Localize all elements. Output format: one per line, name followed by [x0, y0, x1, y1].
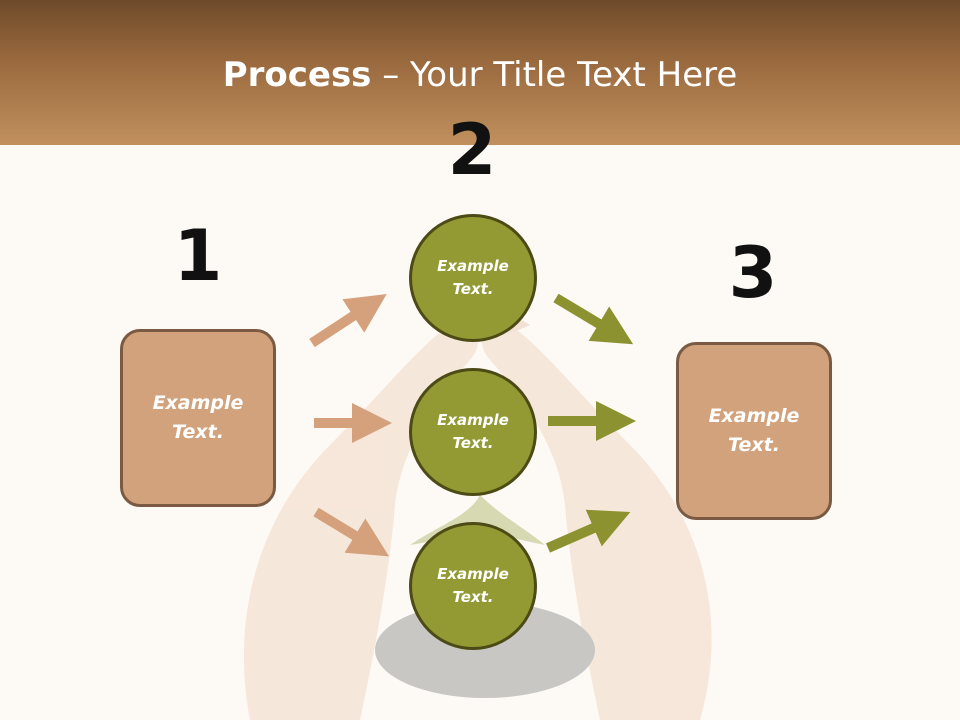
header-band [0, 0, 960, 145]
circle-top-text: Example Text. [437, 257, 509, 298]
circle-middle: Example Text. [409, 368, 537, 496]
left-step-box: Example Text. [120, 329, 276, 507]
title-rest: – Your Title Text Here [371, 55, 738, 95]
left-box-text: Example Text. [152, 392, 244, 443]
slide-title: Process – Your Title Text Here [0, 54, 960, 96]
step-number-3: 3 [728, 232, 778, 314]
circle-middle-text: Example Text. [437, 411, 509, 452]
title-bold: Process [222, 55, 372, 95]
step-number-2: 2 [447, 109, 497, 191]
right-box-text: Example Text. [708, 405, 800, 456]
right-step-box: Example Text. [676, 342, 832, 520]
circle-top: Example Text. [409, 214, 537, 342]
circle-bottom: Example Text. [409, 522, 537, 650]
step-number-1: 1 [173, 215, 223, 297]
circle-bottom-text: Example Text. [437, 565, 509, 606]
